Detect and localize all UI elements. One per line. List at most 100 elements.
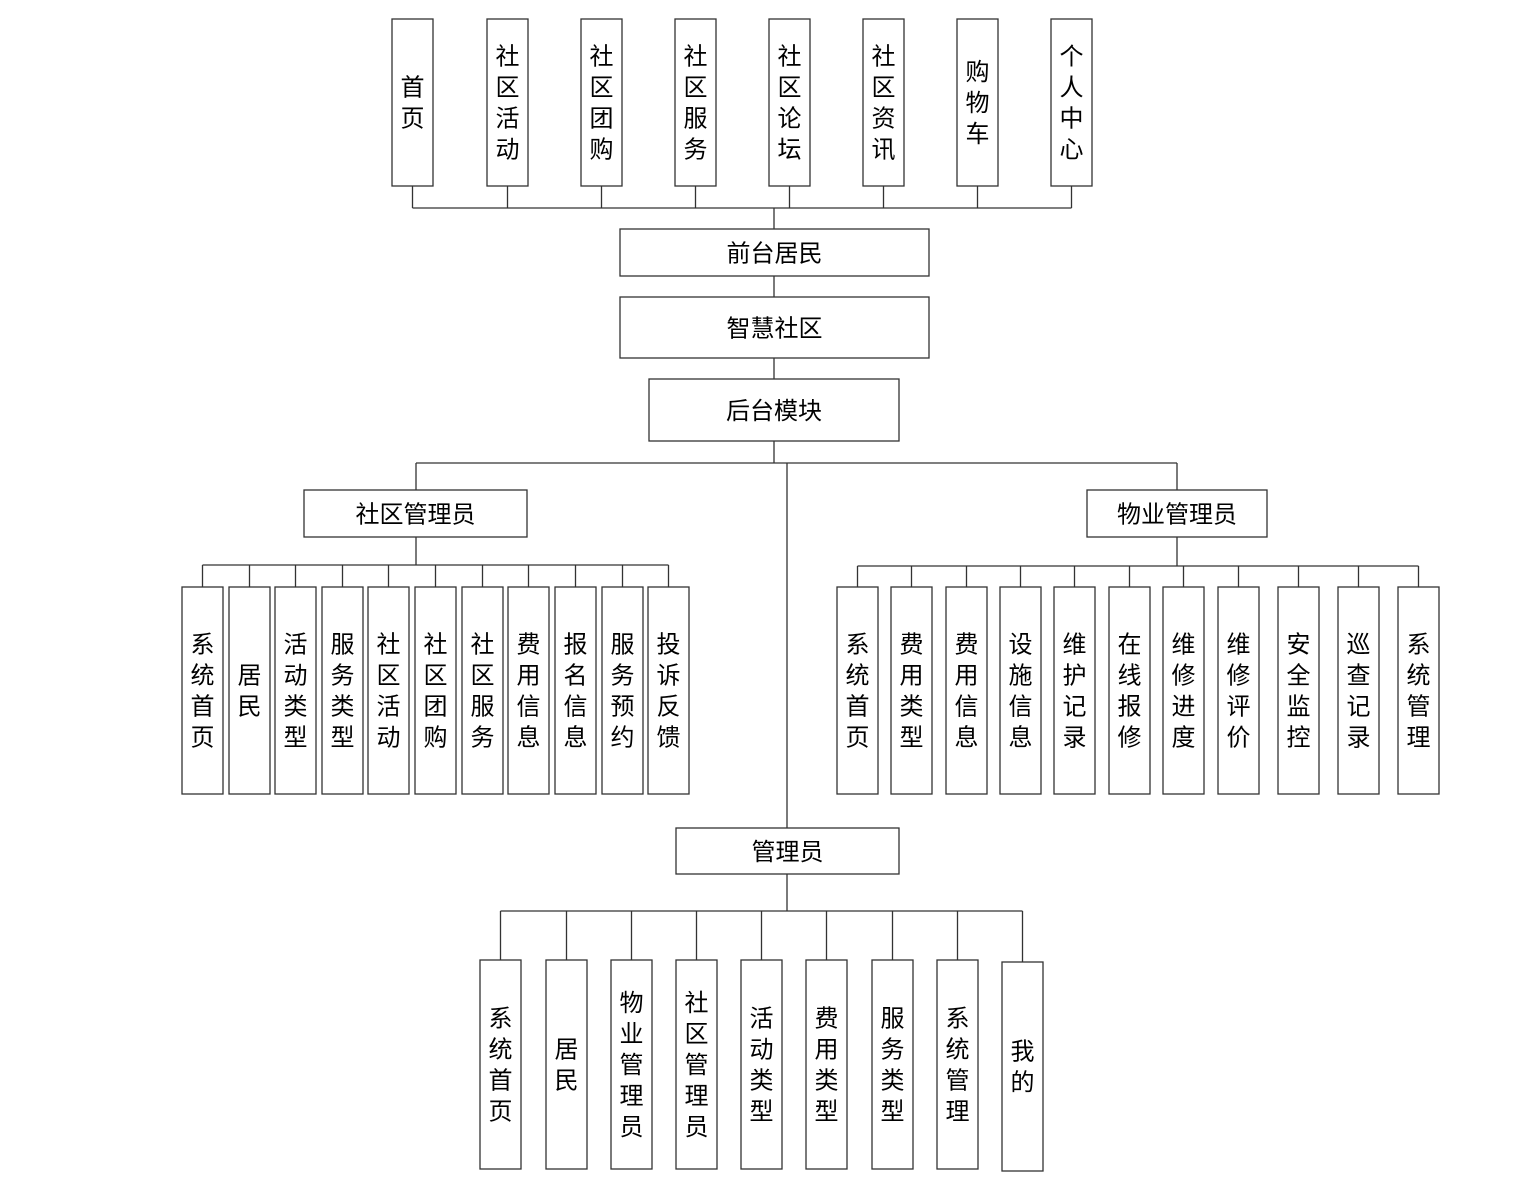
admin-module-node-box xyxy=(871,959,914,1170)
community-admin-node: 社区管理员 xyxy=(303,489,528,538)
front-module-node: 购物车 xyxy=(956,18,999,187)
admin-module-node: 物业管理员 xyxy=(610,959,653,1170)
front-module-node-label: 购物车 xyxy=(966,58,990,148)
front-module-node-label: 社区活动 xyxy=(496,43,520,164)
admin-node: 管理员 xyxy=(675,827,900,875)
property-admin-module-node-box xyxy=(945,586,988,795)
front-module-node-label: 个人中心 xyxy=(1060,43,1084,164)
root-system-node: 智慧社区 xyxy=(619,296,930,359)
community-admin-module-node-label: 系统首页 xyxy=(191,631,215,752)
admin-module-node-box xyxy=(610,959,653,1170)
property-admin-module-node: 维修评价 xyxy=(1217,586,1260,795)
admin-module-node-label: 居民 xyxy=(555,1036,579,1095)
admin-module-node: 服务类型 xyxy=(871,959,914,1170)
community-admin-module-node-box xyxy=(274,586,317,795)
community-admin-module-node-label: 社区活动 xyxy=(377,631,401,752)
community-admin-module-node-box xyxy=(367,586,410,795)
property-admin-module-node-label: 维修评价 xyxy=(1227,631,1251,752)
admin-module-node-label: 服务类型 xyxy=(881,1005,905,1126)
community-admin-module-node-label: 投诉反馈 xyxy=(657,631,681,752)
front-module-node-box xyxy=(862,18,905,187)
admin-module-node-box xyxy=(805,959,848,1170)
front-module-node: 社区资讯 xyxy=(862,18,905,187)
community-admin-module-node: 服务类型 xyxy=(321,586,364,795)
community-admin-module-node: 服务预约 xyxy=(601,586,644,795)
property-admin-node-box xyxy=(1086,489,1268,538)
property-admin-node: 物业管理员 xyxy=(1086,489,1268,538)
admin-module-node-box xyxy=(936,959,979,1170)
root-system-node-box xyxy=(619,296,930,359)
property-admin-module-node-label: 维护记录 xyxy=(1063,631,1087,752)
admin-module-node-label: 物业管理员 xyxy=(620,989,644,1141)
community-admin-module-node-label: 费用信息 xyxy=(517,631,541,752)
admin-node-label: 管理员 xyxy=(752,838,824,866)
admin-module-node: 活动类型 xyxy=(740,959,783,1170)
property-admin-module-node-label: 设施信息 xyxy=(1009,631,1033,752)
front-resident-node: 前台居民 xyxy=(619,228,930,277)
root-system-node-label: 智慧社区 xyxy=(727,315,823,343)
community-admin-module-node-label: 活动类型 xyxy=(284,631,308,752)
property-admin-module-node-box xyxy=(1053,586,1096,795)
property-admin-module-node-box xyxy=(1108,586,1151,795)
admin-module-node-box xyxy=(479,959,522,1170)
property-admin-module-node-box xyxy=(1162,586,1205,795)
front-module-node-label: 社区资讯 xyxy=(872,43,896,164)
community-admin-module-node-box xyxy=(414,586,457,795)
property-admin-module-node: 费用信息 xyxy=(945,586,988,795)
community-admin-module-node-box xyxy=(601,586,644,795)
community-admin-node-box xyxy=(303,489,528,538)
community-admin-module-node: 居民 xyxy=(228,586,271,795)
property-admin-module-node-box xyxy=(1217,586,1260,795)
front-module-node-box xyxy=(674,18,717,187)
community-admin-module-node-box xyxy=(181,586,224,795)
property-admin-module-node: 系统管理 xyxy=(1397,586,1440,795)
diagram-nodes: 首页社区活动社区团购社区服务社区论坛社区资讯购物车个人中心前台居民智慧社区后台模… xyxy=(181,18,1440,1172)
community-admin-module-node-label: 社区团购 xyxy=(424,631,448,752)
community-admin-module-node: 活动类型 xyxy=(274,586,317,795)
property-admin-module-node: 在线报修 xyxy=(1108,586,1151,795)
community-admin-module-node-label: 报名信息 xyxy=(564,631,588,752)
admin-module-node-box xyxy=(545,959,588,1170)
community-admin-module-node-label: 服务预约 xyxy=(611,631,635,752)
admin-module-node: 费用类型 xyxy=(805,959,848,1170)
admin-module-node-box xyxy=(1001,961,1044,1172)
front-module-node-box xyxy=(768,18,811,187)
admin-module-node: 系统管理 xyxy=(936,959,979,1170)
property-admin-module-node-box xyxy=(1337,586,1380,795)
front-module-node-label: 社区论坛 xyxy=(778,43,802,164)
backend-module-node-box xyxy=(648,378,900,442)
property-admin-module-node-label: 费用类型 xyxy=(900,631,924,752)
community-admin-module-node-box xyxy=(647,586,690,795)
property-admin-module-node: 费用类型 xyxy=(890,586,933,795)
property-admin-module-node: 维护记录 xyxy=(1053,586,1096,795)
community-admin-module-node-label: 服务类型 xyxy=(331,631,355,752)
front-module-node-box xyxy=(1050,18,1093,187)
property-admin-module-node-box xyxy=(999,586,1042,795)
admin-module-node-box xyxy=(740,959,783,1170)
property-admin-module-node-box xyxy=(890,586,933,795)
admin-module-node-box xyxy=(675,959,718,1170)
community-admin-module-node-box xyxy=(228,586,271,795)
property-admin-module-node-box xyxy=(836,586,879,795)
admin-node-box xyxy=(675,827,900,875)
community-admin-module-node-box xyxy=(554,586,597,795)
front-module-node: 社区活动 xyxy=(486,18,529,187)
property-admin-module-node-box xyxy=(1277,586,1320,795)
admin-module-node-label: 我的 xyxy=(1011,1038,1035,1097)
community-admin-module-node: 报名信息 xyxy=(554,586,597,795)
community-admin-module-node-box xyxy=(507,586,550,795)
property-admin-module-node-label: 巡查记录 xyxy=(1347,631,1371,752)
admin-module-node-label: 费用类型 xyxy=(815,1005,839,1126)
admin-module-node: 我的 xyxy=(1001,961,1044,1172)
property-admin-module-node-label: 维修进度 xyxy=(1172,631,1196,752)
front-module-node: 社区团购 xyxy=(580,18,623,187)
admin-module-node-label: 活动类型 xyxy=(750,1005,774,1126)
front-module-node-box xyxy=(391,18,434,187)
property-admin-module-node-label: 系统管理 xyxy=(1407,631,1431,752)
admin-module-node: 社区管理员 xyxy=(675,959,718,1170)
property-admin-module-node-label: 安全监控 xyxy=(1287,631,1311,752)
property-admin-module-node-label: 费用信息 xyxy=(955,631,979,752)
property-admin-module-node: 系统首页 xyxy=(836,586,879,795)
community-admin-node-label: 社区管理员 xyxy=(356,501,476,529)
